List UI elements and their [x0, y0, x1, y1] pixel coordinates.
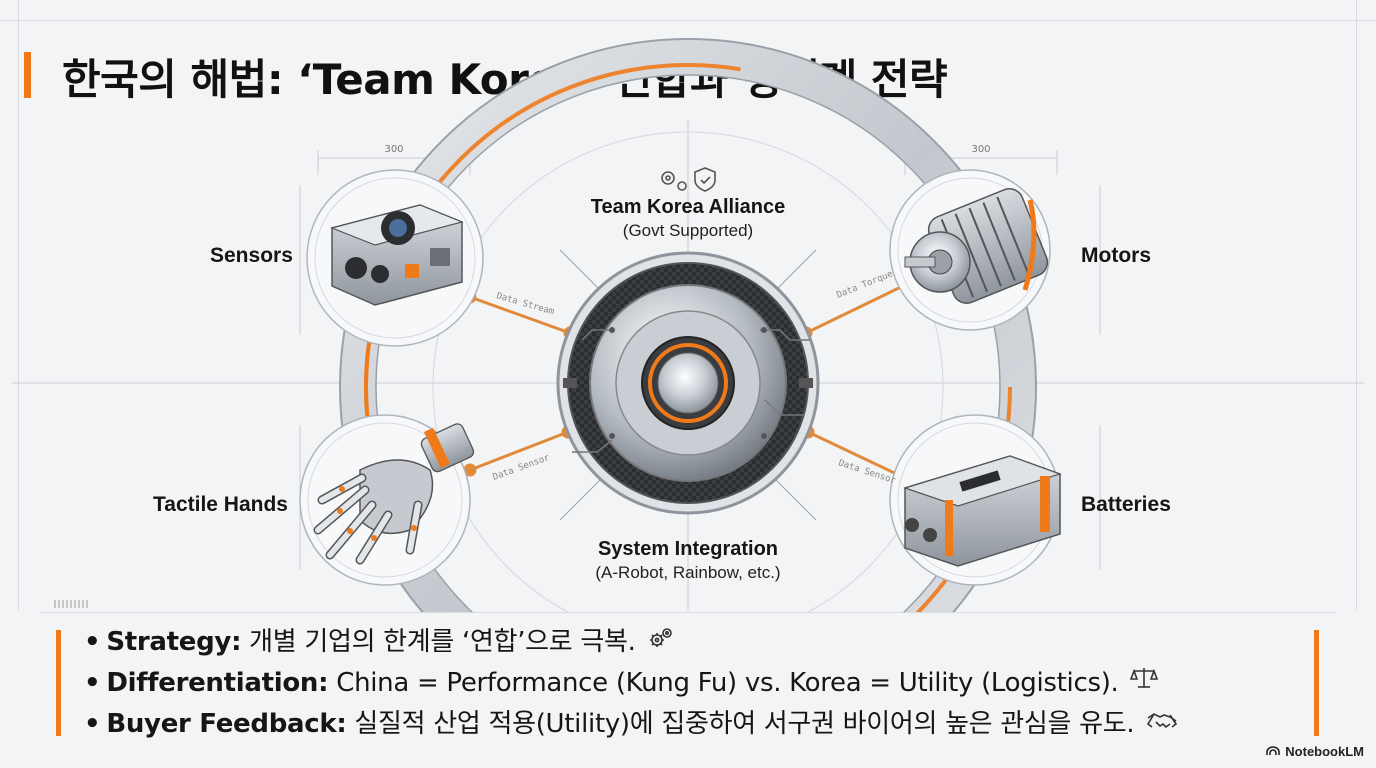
sensors-label: Sensors [210, 244, 293, 267]
alliance-title: Team Korea Alliance [590, 196, 786, 218]
alliance-label: Team Korea Alliance (Govt Supported) [548, 196, 828, 241]
bullets-accent-right [1314, 630, 1319, 736]
integration-subtitle: (A-Robot, Rainbow, etc.) [595, 563, 781, 582]
alliance-subtitle: (Govt Supported) [622, 221, 754, 240]
bullets-accent-left [56, 630, 61, 736]
frame-line-bottom [40, 612, 1336, 613]
bullet-text: 실질적 산업 적용(Utility)에 집중하여 서구권 바이어의 높은 관심을… [346, 709, 1135, 739]
bullet-dot: • [84, 627, 101, 657]
bullet-key: Buyer Feedback: [106, 709, 347, 739]
frame-line-left [18, 0, 19, 610]
dimension-left: 300 [384, 144, 403, 155]
batteries-node [889, 414, 1062, 586]
bullet-key: Strategy: [106, 627, 242, 657]
hands-node [299, 414, 475, 586]
bullet-strategy: •Strategy: 개별 기업의 한계를 ‘연합’으로 극복. [84, 622, 1178, 663]
bullet-buyer-feedback: •Buyer Feedback: 실질적 산업 적용(Utility)에 집중하… [84, 704, 1178, 745]
motors-label: Motors [1081, 244, 1151, 267]
svg-text:Data Sensor: Data Sensor [837, 458, 897, 486]
bullet-text: 개별 기업의 한계를 ‘연합’으로 극복. [241, 627, 636, 657]
alliance-icons [661, 167, 716, 192]
bullet-dot: • [84, 709, 101, 739]
batteries-label: Batteries [1081, 493, 1171, 516]
handshake-icon [1146, 704, 1178, 745]
frame-line-top [0, 20, 1376, 21]
dimension-right: 300 [971, 144, 990, 155]
motors-node [889, 169, 1051, 331]
ruler-ticks [54, 600, 88, 608]
notebooklm-logo-icon [1266, 744, 1281, 759]
frame-line-right [1356, 0, 1357, 610]
scales-icon [1130, 663, 1159, 704]
bullet-text: China = Performance (Kung Fu) vs. Korea … [328, 668, 1119, 698]
thin-arrows [559, 249, 817, 521]
brand-name: NotebookLM [1285, 744, 1364, 759]
title-accent-bar [24, 52, 31, 98]
bullet-key: Differentiation: [106, 668, 329, 698]
central-hub [556, 251, 820, 515]
svg-text:Data Stream: Data Stream [495, 291, 555, 317]
hands-label: Tactile Hands [153, 493, 288, 516]
gears-icon [648, 622, 674, 663]
bullet-differentiation: •Differentiation: China = Performance (K… [84, 663, 1178, 704]
integration-label: System Integration (A-Robot, Rainbow, et… [548, 538, 828, 583]
ecosystem-diagram: Data Stream Data Torque Data Sensor Data… [12, 38, 1364, 612]
outer-ring [339, 38, 1037, 612]
bullet-dot: • [84, 668, 101, 698]
blueprint-guides [12, 120, 1364, 610]
brand-badge: NotebookLM [1266, 744, 1364, 759]
integration-title: System Integration [597, 538, 779, 560]
key-points-list: •Strategy: 개별 기업의 한계를 ‘연합’으로 극복. •Differ… [84, 622, 1178, 745]
sensors-node [306, 169, 484, 347]
